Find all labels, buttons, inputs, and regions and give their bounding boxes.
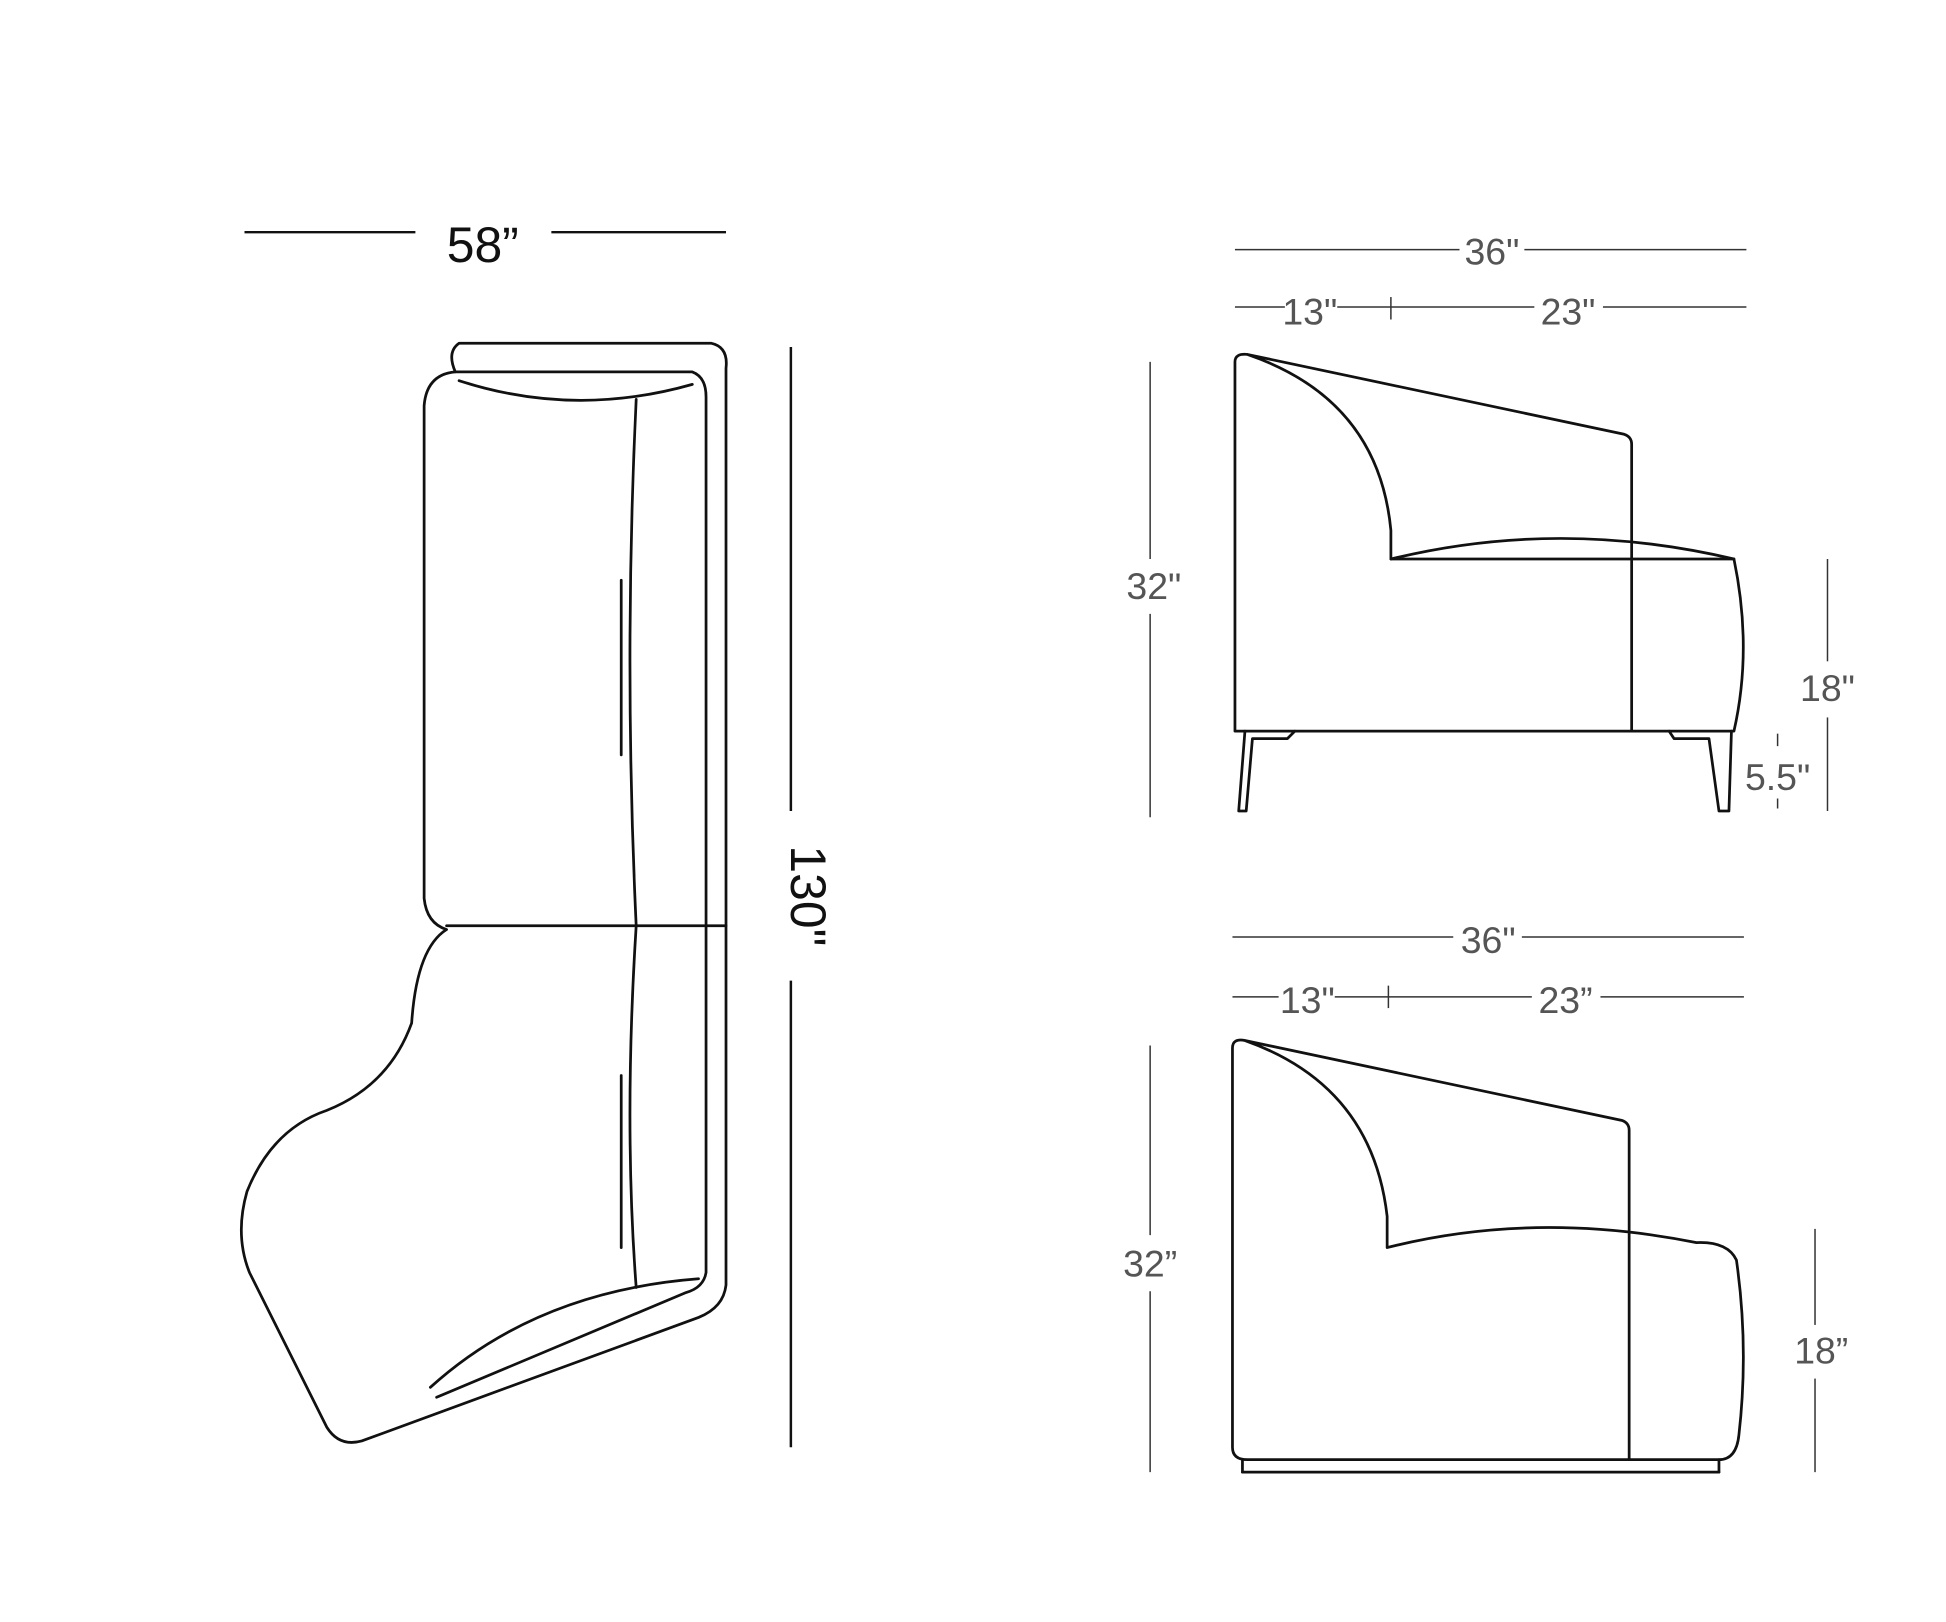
leg-height-label: 5.5"	[1745, 756, 1810, 798]
plan-view: 58” 130"	[240, 217, 836, 1448]
plinth-sides	[1241, 1458, 1721, 1474]
height-label: 32"	[1126, 565, 1181, 607]
arm-depth-label: 13"	[1280, 979, 1335, 1021]
total-depth-label: 36"	[1464, 231, 1519, 273]
side-view-plinth: 36" 13" 23” 32” 18”	[1123, 919, 1848, 1474]
seat-cushion-curve	[1389, 537, 1736, 561]
total-depth-label: 36"	[1461, 919, 1516, 961]
seat-depth-label: 23”	[1538, 979, 1592, 1021]
side-view-legs: 36" 13" 23" 32" 18" 5.5"	[1126, 231, 1855, 818]
sofa-back-outline	[240, 341, 728, 1444]
seat-cushion-edge	[628, 397, 638, 1289]
seat-height-label: 18”	[1794, 1330, 1848, 1372]
arm-depth-label: 13"	[1282, 291, 1337, 333]
top-cushion-curve	[457, 379, 694, 402]
bottom-cushion-curve	[428, 1277, 700, 1389]
plan-width-label: 58”	[447, 217, 519, 273]
seat-depth-label: 23"	[1541, 291, 1596, 333]
plan-length-label: 130"	[780, 845, 836, 946]
backrest-inner-line	[435, 370, 708, 1399]
back-leg	[1667, 729, 1733, 813]
front-leg	[1237, 729, 1297, 813]
chair-body-outline	[1231, 1038, 1745, 1462]
seat-height-label: 18"	[1800, 667, 1855, 709]
height-label: 32”	[1123, 1242, 1177, 1284]
